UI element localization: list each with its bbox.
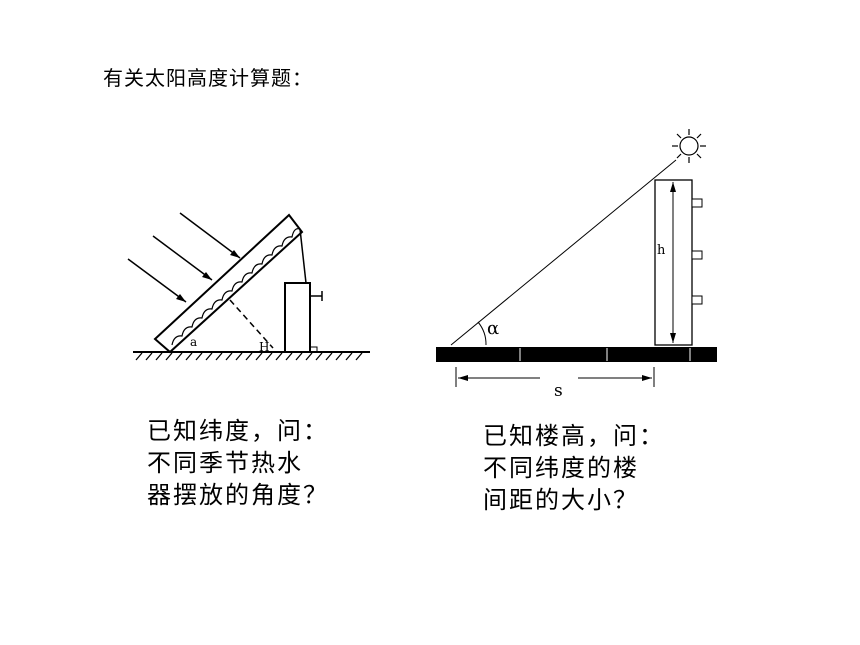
caption-left: 已知纬度，问： 不同季节热水 器摆放的角度？ [147,415,329,511]
sun-rays [127,212,241,303]
collector-panel [153,213,304,354]
distance-label-s: s [554,381,563,401]
height-dashed-line [229,299,274,349]
ground-hatching [135,352,363,361]
caption-left-line-2: 不同季节热水 [147,449,303,477]
angle-arc [477,321,487,346]
caption-left-line-3: 器摆放的角度？ [147,481,329,509]
caption-right-line-3: 间距的大小？ [483,486,639,514]
angle-label-alpha: α [487,318,499,339]
caption-right-line-1: 已知楼高，问： [483,422,665,450]
ground-bar [436,347,717,362]
water-heater-diagram [127,212,370,361]
page-title: 有关太阳高度计算题： [103,66,313,90]
height-label-H: H [259,340,269,354]
building-spacing-diagram [436,129,717,387]
sun-ray-line [450,159,677,346]
water-tank [284,282,311,353]
height-label-h: h [657,243,666,258]
collector-tubes [171,228,301,346]
caption-left-line-1: 已知纬度，问： [147,417,329,445]
sun-icon [672,129,706,163]
sun-ray-arrowheads [176,250,240,302]
building-windows [691,198,703,305]
angle-label-a: a [190,335,197,349]
caption-right-line-2: 不同纬度的楼 [483,454,639,482]
caption-right: 已知楼高，问： 不同纬度的楼 间距的大小？ [483,420,665,516]
